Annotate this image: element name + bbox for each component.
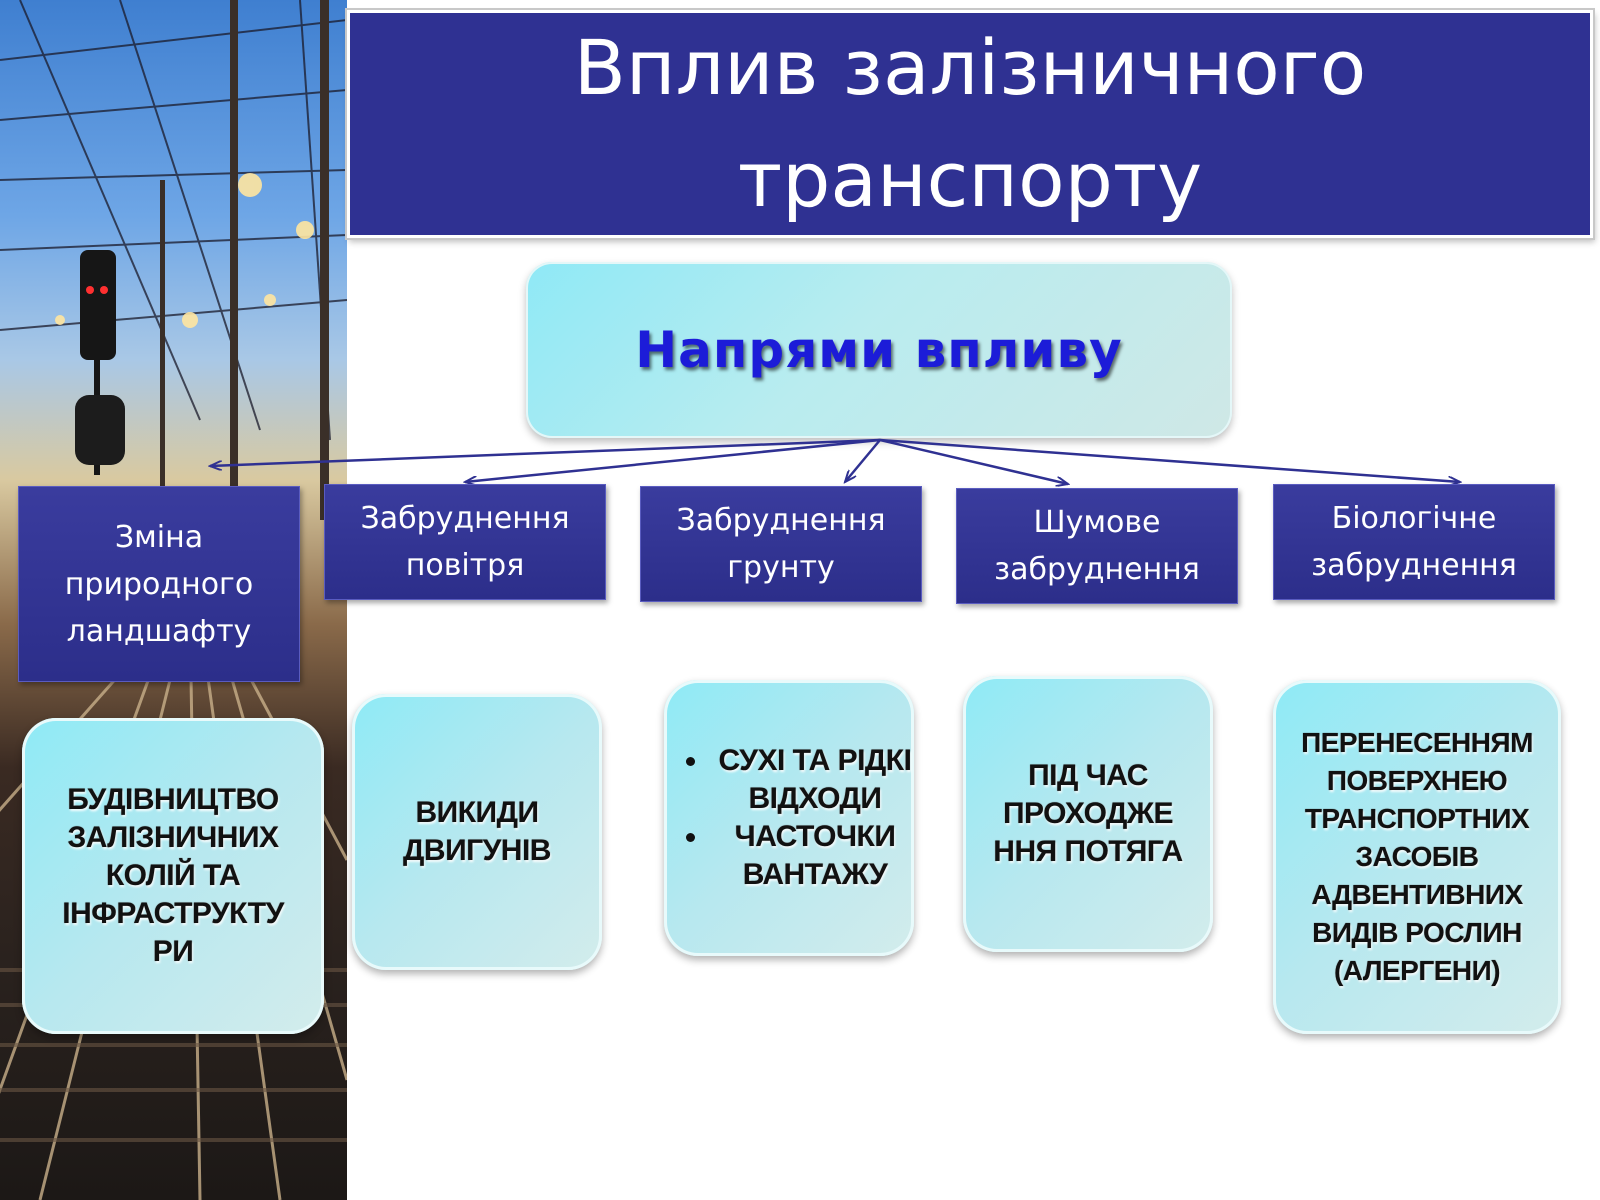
center-node-label: Напрями впливу [635,321,1123,379]
arrow-to-noise [879,438,1068,484]
category-noise-label: Шумове забруднення [994,505,1200,587]
detail-adventive-plants: ПЕРЕНЕСЕННЯМ ПОВЕРХНЕЮ ТРАНСПОРТНИХ ЗАСО… [1273,680,1561,1034]
category-air-label: Забруднення повітря [360,501,570,583]
detail-construction: БУДІВНИЦТВО ЗАЛІЗНИЧНИХ КОЛІЙ ТА ІНФРАСТ… [22,718,324,1034]
arrow-to-landscape [210,438,881,466]
category-landscape-label: Зміна природного ландшафту [64,519,254,649]
category-landscape: Зміна природного ландшафту [18,486,300,682]
detail-construction-text: БУДІВНИЦТВО ЗАЛІЗНИЧНИХ КОЛІЙ ТА ІНФРАСТ… [62,783,284,968]
slide-title: Вплив залізничного транспорту [573,23,1367,224]
detail-waste-item: ЧАСТОЧКИ ВАНТАЖУ [710,818,914,894]
center-node: Напрями впливу [526,262,1232,438]
detail-waste: СУХІ ТА РІДКІ ВІДХОДИ ЧАСТОЧКИ ВАНТАЖУ [664,680,914,956]
arrow-to-bio [879,438,1460,482]
detail-train-passage: ПІД ЧАС ПРОХОДЖЕ ННЯ ПОТЯГА [963,676,1213,952]
category-soil: Забруднення грунту [640,486,922,602]
category-bio-label: Біологічне забруднення [1311,501,1517,583]
detail-waste-list: СУХІ ТА РІДКІ ВІДХОДИ ЧАСТОЧКИ ВАНТАЖУ [664,742,914,894]
detail-train-passage-text: ПІД ЧАС ПРОХОДЖЕ ННЯ ПОТЯГА [993,759,1183,868]
detail-adventive-plants-text: ПЕРЕНЕСЕННЯМ ПОВЕРХНЕЮ ТРАНСПОРТНИХ ЗАСО… [1301,727,1533,986]
detail-engine-emissions: ВИКИДИ ДВИГУНІВ [352,694,602,970]
category-soil-label: Забруднення грунту [676,503,886,585]
category-air: Забруднення повітря [324,484,606,600]
title-banner: Вплив залізничного транспорту [347,10,1593,238]
category-noise: Шумове забруднення [956,488,1238,604]
detail-waste-item: СУХІ ТА РІДКІ ВІДХОДИ [710,742,914,818]
arrow-to-air [465,438,881,482]
arrow-to-soil [845,439,881,482]
category-bio: Біологічне забруднення [1273,484,1555,600]
detail-engine-emissions-text: ВИКИДИ ДВИГУНІВ [403,796,551,867]
